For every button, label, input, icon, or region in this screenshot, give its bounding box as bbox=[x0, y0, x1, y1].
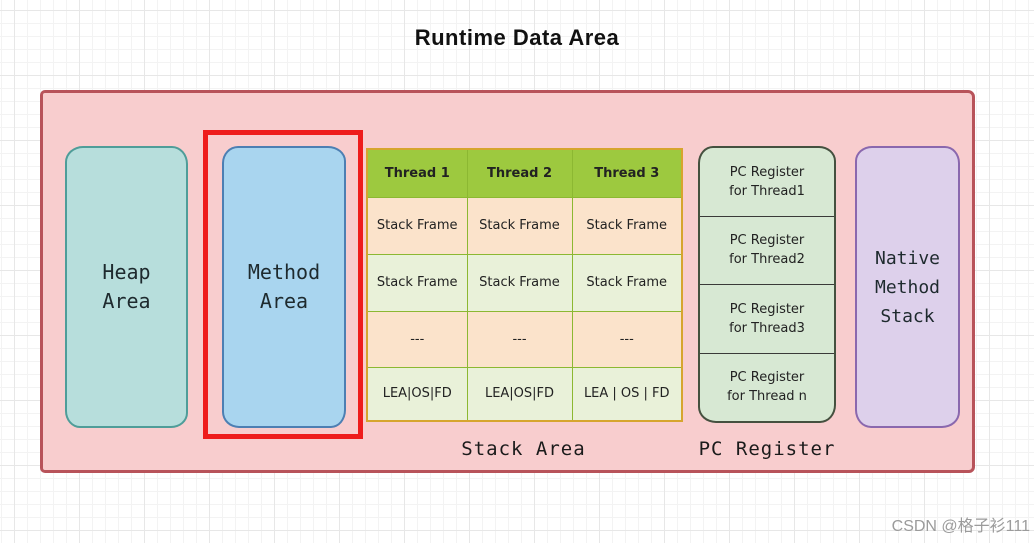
pc-register-cell-label: PC Register for Thread1 bbox=[729, 164, 805, 199]
heap-area-box: Heap Area bbox=[65, 146, 188, 428]
table-cell: Stack Frame bbox=[466, 253, 573, 312]
table-header-thread-2: Thread 2 bbox=[466, 148, 573, 198]
table-cell: --- bbox=[466, 310, 573, 368]
csdn-watermark: CSDN @格子衫111 bbox=[891, 518, 1030, 535]
pc-register-cell-label: PC Register for Thread3 bbox=[729, 301, 805, 336]
table-header-row: Thread 1 Thread 2 Thread 3 bbox=[366, 148, 683, 198]
diagram-title: Runtime Data Area bbox=[414, 25, 620, 50]
table-cell: Stack Frame bbox=[466, 196, 573, 255]
table-cell: --- bbox=[571, 310, 683, 368]
table-cell: Stack Frame bbox=[571, 196, 683, 255]
table-cell: Stack Frame bbox=[366, 196, 468, 255]
table-row: Stack Frame Stack Frame Stack Frame bbox=[366, 253, 683, 312]
pc-register-cell-label: PC Register for Thread n bbox=[727, 370, 807, 405]
native-method-stack-label: Native Method Stack bbox=[874, 247, 941, 327]
native-method-stack-box: Native Method Stack bbox=[855, 146, 960, 428]
pc-register-cell-thread1: PC Register for Thread1 bbox=[700, 148, 834, 217]
pc-register-cell-thread-n: PC Register for Thread n bbox=[700, 354, 834, 422]
pc-register-cell-thread2: PC Register for Thread2 bbox=[700, 217, 834, 285]
method-area-box: Method Area bbox=[222, 146, 346, 428]
pc-register-box: PC Register for Thread1 PC Register for … bbox=[698, 146, 836, 423]
table-cell: Stack Frame bbox=[366, 253, 468, 312]
method-area-label: Method Area bbox=[247, 260, 321, 313]
table-cell: --- bbox=[366, 310, 468, 368]
pc-register-cell-thread3: PC Register for Thread3 bbox=[700, 285, 834, 354]
table-row: LEA|OS|FD LEA|OS|FD LEA | OS | FD bbox=[366, 366, 683, 422]
table-cell: LEA|OS|FD bbox=[466, 366, 573, 422]
table-header-thread-3: Thread 3 bbox=[571, 148, 683, 198]
table-row: --- --- --- bbox=[366, 310, 683, 368]
pc-register-cell-label: PC Register for Thread2 bbox=[729, 233, 805, 268]
table-cell: LEA|OS|FD bbox=[366, 366, 468, 422]
method-area-highlight-rect bbox=[203, 130, 363, 439]
table-header-thread-1: Thread 1 bbox=[366, 148, 468, 198]
table-cell: LEA | OS | FD bbox=[571, 366, 683, 422]
heap-area-label: Heap Area bbox=[102, 260, 151, 313]
runtime-data-area-container: Heap Area Method Area Thread 1 Thread 2 … bbox=[40, 90, 975, 473]
stack-area-label: Stack Area bbox=[461, 438, 586, 460]
stack-area-table: Thread 1 Thread 2 Thread 3 Stack Frame S… bbox=[366, 148, 683, 422]
table-cell: Stack Frame bbox=[571, 253, 683, 312]
pc-register-label: PC Register bbox=[698, 438, 836, 460]
table-row: Stack Frame Stack Frame Stack Frame bbox=[366, 196, 683, 255]
